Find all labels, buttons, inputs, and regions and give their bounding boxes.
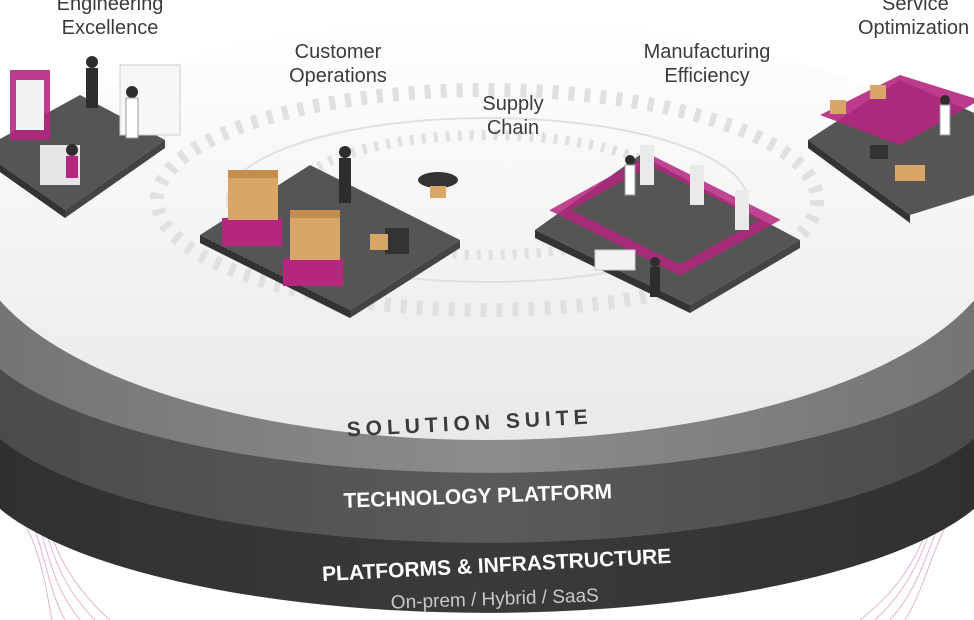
label-service-line1: Service — [882, 0, 949, 15]
label-engineering: Engineering Excellence — [20, 0, 200, 40]
label-customer-line1: Customer — [294, 41, 382, 63]
customer-station — [200, 146, 460, 318]
label-supply-line1: Supply — [482, 93, 544, 115]
label-manufacturing-line1: Manufacturing — [643, 41, 771, 63]
label-engineering-line2: Excellence — [61, 17, 159, 39]
label-supply: Supply Chain — [463, 92, 563, 140]
engineering-station — [0, 56, 181, 218]
label-manufacturing-line2: Efficiency — [664, 65, 750, 87]
label-customer: Customer Operations — [248, 40, 428, 88]
label-service-line2: Optimization — [858, 17, 970, 39]
label-manufacturing: Manufacturing Efficiency — [612, 40, 802, 88]
label-customer-line2: Operations — [289, 65, 387, 87]
label-service: Service Optimization — [850, 0, 974, 40]
manufacturing-station — [535, 145, 800, 313]
service-station — [808, 75, 974, 223]
label-engineering-line1: Engineering — [56, 0, 164, 15]
label-supply-line2: Chain — [486, 117, 540, 139]
